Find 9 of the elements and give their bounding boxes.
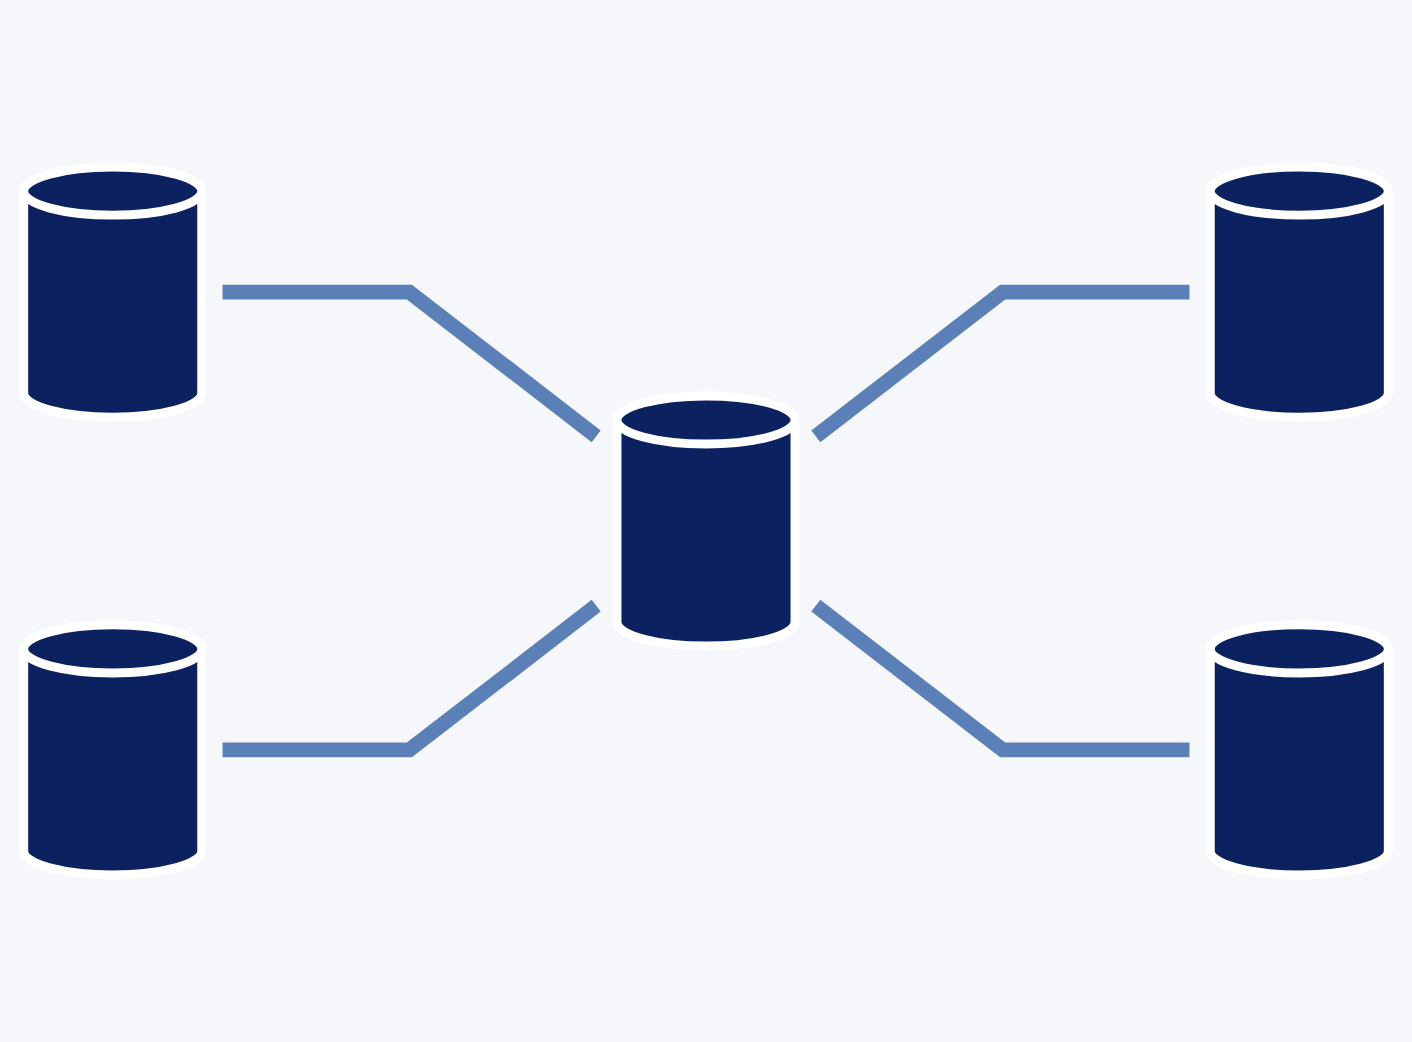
connector-line bbox=[222, 599, 601, 758]
connector-line bbox=[222, 284, 601, 443]
database-cylinder bbox=[612, 391, 800, 651]
database-cylinder bbox=[19, 620, 207, 880]
database-cylinder bbox=[19, 162, 207, 422]
database-cylinder bbox=[1205, 620, 1393, 880]
connector-line bbox=[811, 599, 1190, 758]
connector-line bbox=[811, 284, 1190, 443]
database-cylinder bbox=[1205, 162, 1393, 422]
